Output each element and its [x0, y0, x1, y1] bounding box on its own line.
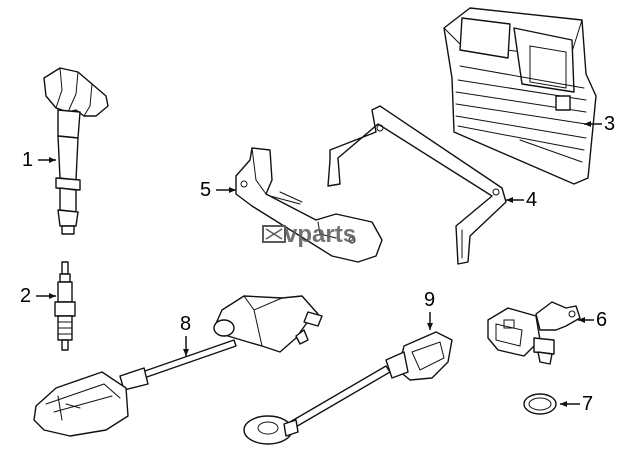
callout-8[interactable]: 8 — [180, 313, 191, 356]
watermark-logo-icon — [262, 225, 286, 243]
knock-sensor[interactable] — [243, 331, 453, 445]
callout-4[interactable]: 4 — [506, 189, 537, 211]
callout-number: 6 — [596, 309, 607, 331]
spark-plug[interactable] — [54, 261, 76, 351]
callout-number: 4 — [526, 189, 537, 211]
callout-1[interactable]: 1 — [22, 149, 56, 171]
engine-control-module[interactable] — [443, 7, 597, 185]
module-bracket[interactable] — [235, 147, 383, 263]
watermark-text: vparts — [284, 221, 356, 248]
callout-2[interactable]: 2 — [20, 285, 56, 307]
watermark: vparts — [262, 221, 356, 248]
callout-7[interactable]: 7 — [560, 393, 593, 415]
crankshaft-position-sensor[interactable] — [33, 295, 323, 437]
callout-number: 7 — [582, 393, 593, 415]
o-ring[interactable] — [523, 393, 557, 415]
ignition-coil[interactable] — [43, 67, 109, 235]
callout-5[interactable]: 5 — [200, 179, 236, 201]
callout-6[interactable]: 6 — [578, 309, 607, 331]
callout-3[interactable]: 3 — [584, 113, 615, 135]
watermark-logo-mark — [265, 228, 283, 240]
callout-number: 9 — [424, 289, 435, 311]
mounting-bracket[interactable] — [327, 105, 507, 265]
callout-number: 3 — [604, 113, 615, 135]
callout-number: 8 — [180, 313, 191, 335]
camshaft-position-sensor[interactable] — [487, 301, 581, 365]
callout-number: 2 — [20, 285, 31, 307]
callout-number: 1 — [22, 149, 33, 171]
callout-9[interactable]: 9 — [424, 289, 435, 330]
callout-number: 5 — [200, 179, 211, 201]
